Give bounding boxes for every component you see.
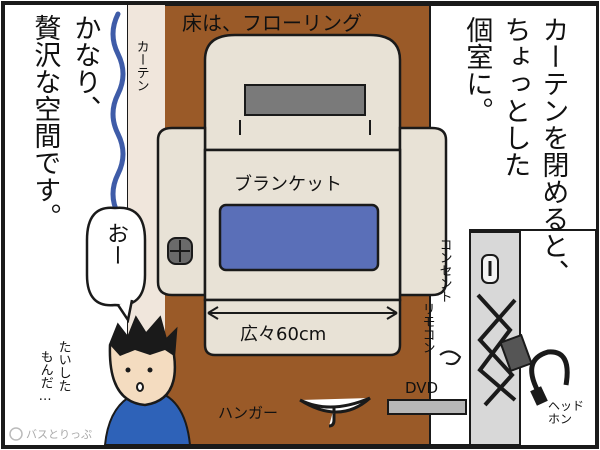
width-arrow-right [386,306,398,320]
narration-right-2: ちょっとした [499,16,531,178]
watermark: バスとりっぷ [26,428,92,441]
narration-right-1: カーテンを閉めると、 [537,16,569,286]
headphones [529,349,570,397]
cables [476,293,517,407]
speech-bubble-text: おー [103,222,129,266]
curtain-label: カーテン [133,40,149,92]
blanket-label: ブランケット [234,173,342,195]
dvd-player [387,399,467,415]
narration-right-3: 個室に。 [461,16,493,124]
partition-wall [429,4,598,446]
hanger [299,396,372,428]
headrest-pad [244,84,366,116]
murmur-text-1: たいした [55,340,71,392]
remote-label: リモコン [419,302,435,354]
width-label: 広々60cm [240,324,326,345]
character [103,315,192,446]
headphone-cup [530,386,548,406]
narration-left-2: 贅沢な空間です。 [29,14,61,230]
remote-cord [439,350,462,366]
remote-control [499,333,533,373]
character-eye-right [147,367,153,373]
curtain [110,11,126,217]
blanket [218,203,380,272]
narration-left-1: かなり、 [69,14,101,122]
speech-bubble-tail [116,299,134,324]
character-mouth [136,382,144,392]
armrest-right [398,126,448,297]
dvd-label: DVD [405,379,438,397]
outlet-label: コンセント [436,238,452,303]
character-hair [110,318,176,356]
headphone-label: ヘッドホン [548,399,585,427]
armrest-left [156,126,207,297]
character-eye-left [125,367,131,373]
hanger-label: ハンガー [218,404,278,422]
murmur-text-2: もんだ… [37,350,53,404]
width-arrow-left [207,306,219,320]
watermark-logo [9,427,23,441]
speech-bubble [85,206,147,307]
floor-label: 床は、フローリング [182,11,362,35]
